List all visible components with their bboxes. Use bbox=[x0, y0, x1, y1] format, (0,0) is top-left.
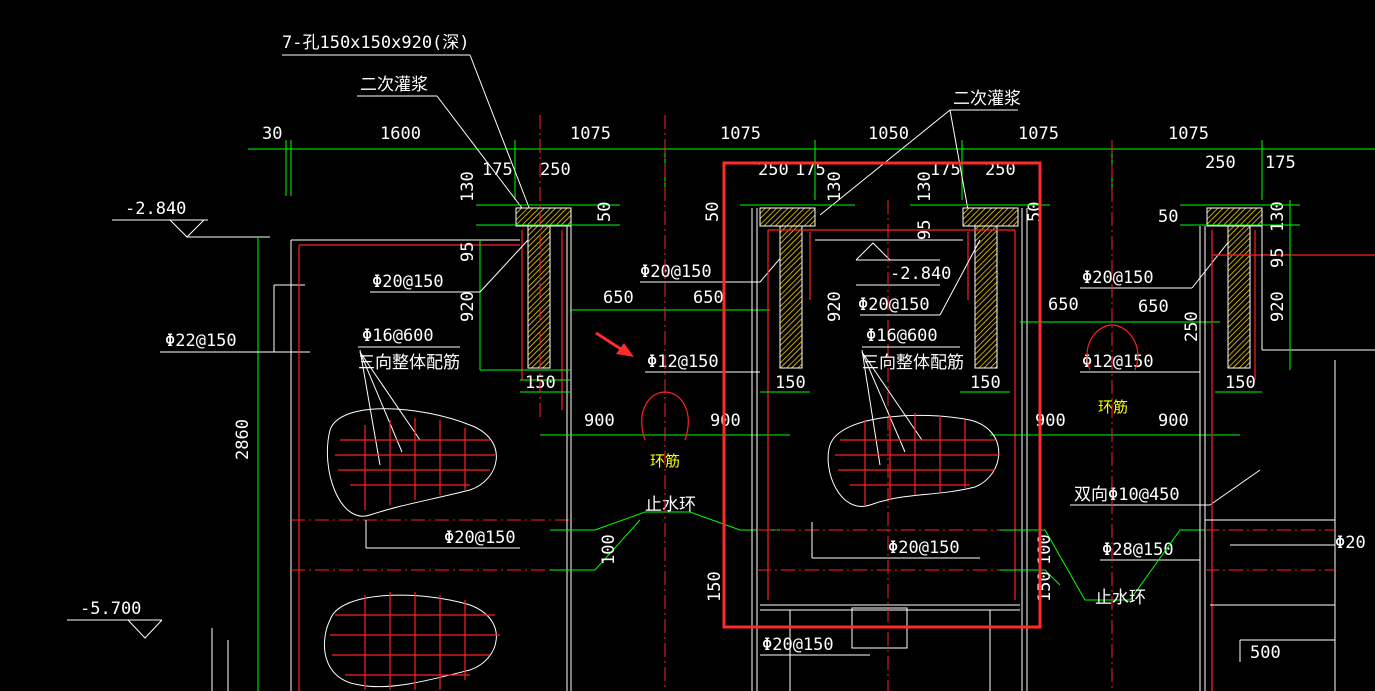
left-wall: 2860 Φ22@150 bbox=[160, 237, 570, 691]
dim-top-1075-d: 1075 bbox=[1168, 124, 1209, 144]
dim-95-a: 95 bbox=[458, 242, 478, 262]
dim-2860: 2860 bbox=[233, 419, 253, 460]
rebar-phi20-f: Φ20@150 bbox=[762, 635, 834, 655]
elevation-mid: -2.840 bbox=[890, 264, 951, 284]
dim-250-e: 250 bbox=[1182, 311, 1202, 342]
label-grout-left: 二次灌浆 bbox=[360, 75, 428, 95]
pit-right-gap: 650 650 900 900 Φ20@150 Φ12@150 环筋 双向Φ10… bbox=[1000, 140, 1261, 691]
label-grout-right: 二次灌浆 bbox=[953, 89, 1021, 109]
dim-100: 100 bbox=[599, 534, 619, 565]
tri-rebar-a: 三向整体配筋 bbox=[358, 353, 460, 373]
dim-250-a: 250 bbox=[540, 160, 571, 180]
dim-50-d: 50 bbox=[1158, 207, 1178, 227]
dim-top-1600: 1600 bbox=[380, 124, 421, 144]
pit-center: 250 175 130 50 920 150 175 130 95 250 50… bbox=[703, 160, 1240, 691]
dim-top-30: 30 bbox=[262, 124, 282, 144]
rebar-phi12-b: Φ12@150 bbox=[1082, 352, 1154, 372]
dim-900-d: 900 bbox=[1158, 411, 1189, 431]
dim-175-a: 175 bbox=[482, 160, 513, 180]
bottom-labels-left: Φ20@150 止水环 100 150 环筋 bbox=[365, 115, 780, 691]
dim-650-d: 650 bbox=[1138, 297, 1169, 317]
dim-130-b: 130 bbox=[825, 171, 845, 202]
dim-150-d: 150 bbox=[1035, 571, 1055, 602]
dim-150-b: 150 bbox=[775, 373, 806, 393]
rebar-cage-left-lower bbox=[324, 592, 500, 690]
rebar-phi22: Φ22@150 bbox=[165, 331, 237, 351]
rebar-phi16-a: Φ16@600 bbox=[362, 326, 434, 346]
rebar-phi20-h: Φ20 bbox=[1335, 533, 1366, 553]
rebar-phi12-a: Φ12@150 bbox=[647, 352, 719, 372]
pit-left: 175 250 130 50 95 920 150 650 650 900 90… bbox=[458, 160, 790, 691]
rebar-phi20-e: Φ20@150 bbox=[888, 538, 960, 558]
rebar-phi28: Φ28@150 bbox=[1102, 540, 1174, 560]
label-holes: 7-孔150x150x920(深) bbox=[282, 33, 470, 53]
dim-175-b: 175 bbox=[795, 160, 826, 180]
dim-175-c: 175 bbox=[930, 160, 961, 180]
dim-95-b: 95 bbox=[915, 220, 935, 240]
dim-250-c: 250 bbox=[985, 160, 1016, 180]
dim-130-a: 130 bbox=[458, 171, 478, 202]
dim-top-1075-c: 1075 bbox=[1018, 124, 1059, 144]
water-stop-b: 止水环 bbox=[1095, 588, 1146, 608]
water-stop-a: 止水环 bbox=[645, 495, 696, 515]
tri-rebar-b: 三向整体配筋 bbox=[862, 353, 964, 373]
highlight-box bbox=[722, 161, 1042, 629]
pit-right: 50 250 175 130 95 250 920 150 500 Φ20 bbox=[1158, 153, 1375, 691]
elevation-markers: -2.840 -5.700 -2.840 bbox=[67, 199, 951, 639]
dim-150-e: 150 bbox=[1225, 373, 1256, 393]
rebar-phi20-a: Φ20@150 bbox=[372, 272, 444, 292]
dim-900-a: 900 bbox=[584, 411, 615, 431]
dim-50-b: 50 bbox=[703, 202, 723, 222]
leader-annotations: 7-孔150x150x920(深) 二次灌浆 二次灌浆 bbox=[282, 33, 1021, 216]
dim-100-b: 100 bbox=[1035, 534, 1055, 565]
dim-650-a: 650 bbox=[603, 288, 634, 308]
dim-650-c: 650 bbox=[1048, 295, 1079, 315]
top-dimension-chain: 30 1600 1075 1075 1050 1075 1075 bbox=[248, 124, 1375, 200]
dim-500: 500 bbox=[1250, 643, 1281, 663]
dim-top-1050: 1050 bbox=[868, 124, 909, 144]
elevation-bottom: -5.700 bbox=[80, 599, 141, 619]
dim-top-1075-b: 1075 bbox=[720, 124, 761, 144]
dim-920-c: 920 bbox=[1268, 291, 1288, 322]
dim-130-d: 130 bbox=[1268, 201, 1288, 232]
bidirectional-rebar: 双向Φ10@450 bbox=[1074, 485, 1180, 505]
dim-920-b: 920 bbox=[825, 291, 845, 322]
dim-250-d: 250 bbox=[1205, 153, 1236, 173]
rebar-cage-left-upper bbox=[326, 408, 497, 517]
dim-175-d: 175 bbox=[1265, 153, 1296, 173]
dim-130-c: 130 bbox=[915, 171, 935, 202]
rebar-phi20-g: Φ20@150 bbox=[1082, 268, 1154, 288]
dim-50-a: 50 bbox=[595, 202, 615, 222]
ring-rebar-b: 环筋 bbox=[1098, 398, 1128, 416]
dim-150-v: 150 bbox=[705, 571, 725, 602]
dim-150-c: 150 bbox=[970, 373, 1001, 393]
rebar-phi20-b: Φ20@150 bbox=[640, 262, 712, 282]
dim-250-b: 250 bbox=[758, 160, 789, 180]
rebar-phi16-b: Φ16@600 bbox=[866, 326, 938, 346]
dim-900-c: 900 bbox=[1035, 411, 1066, 431]
rebar-phi20-d: Φ20@150 bbox=[858, 295, 930, 315]
dim-95-c: 95 bbox=[1268, 248, 1288, 268]
red-arrow-icon bbox=[595, 331, 634, 357]
rebar-phi20-c: Φ20@150 bbox=[444, 528, 516, 548]
dim-top-1075-a: 1075 bbox=[570, 124, 611, 144]
dim-920-a: 920 bbox=[458, 291, 478, 322]
dim-650-b: 650 bbox=[693, 288, 724, 308]
elevation-top: -2.840 bbox=[125, 199, 186, 219]
